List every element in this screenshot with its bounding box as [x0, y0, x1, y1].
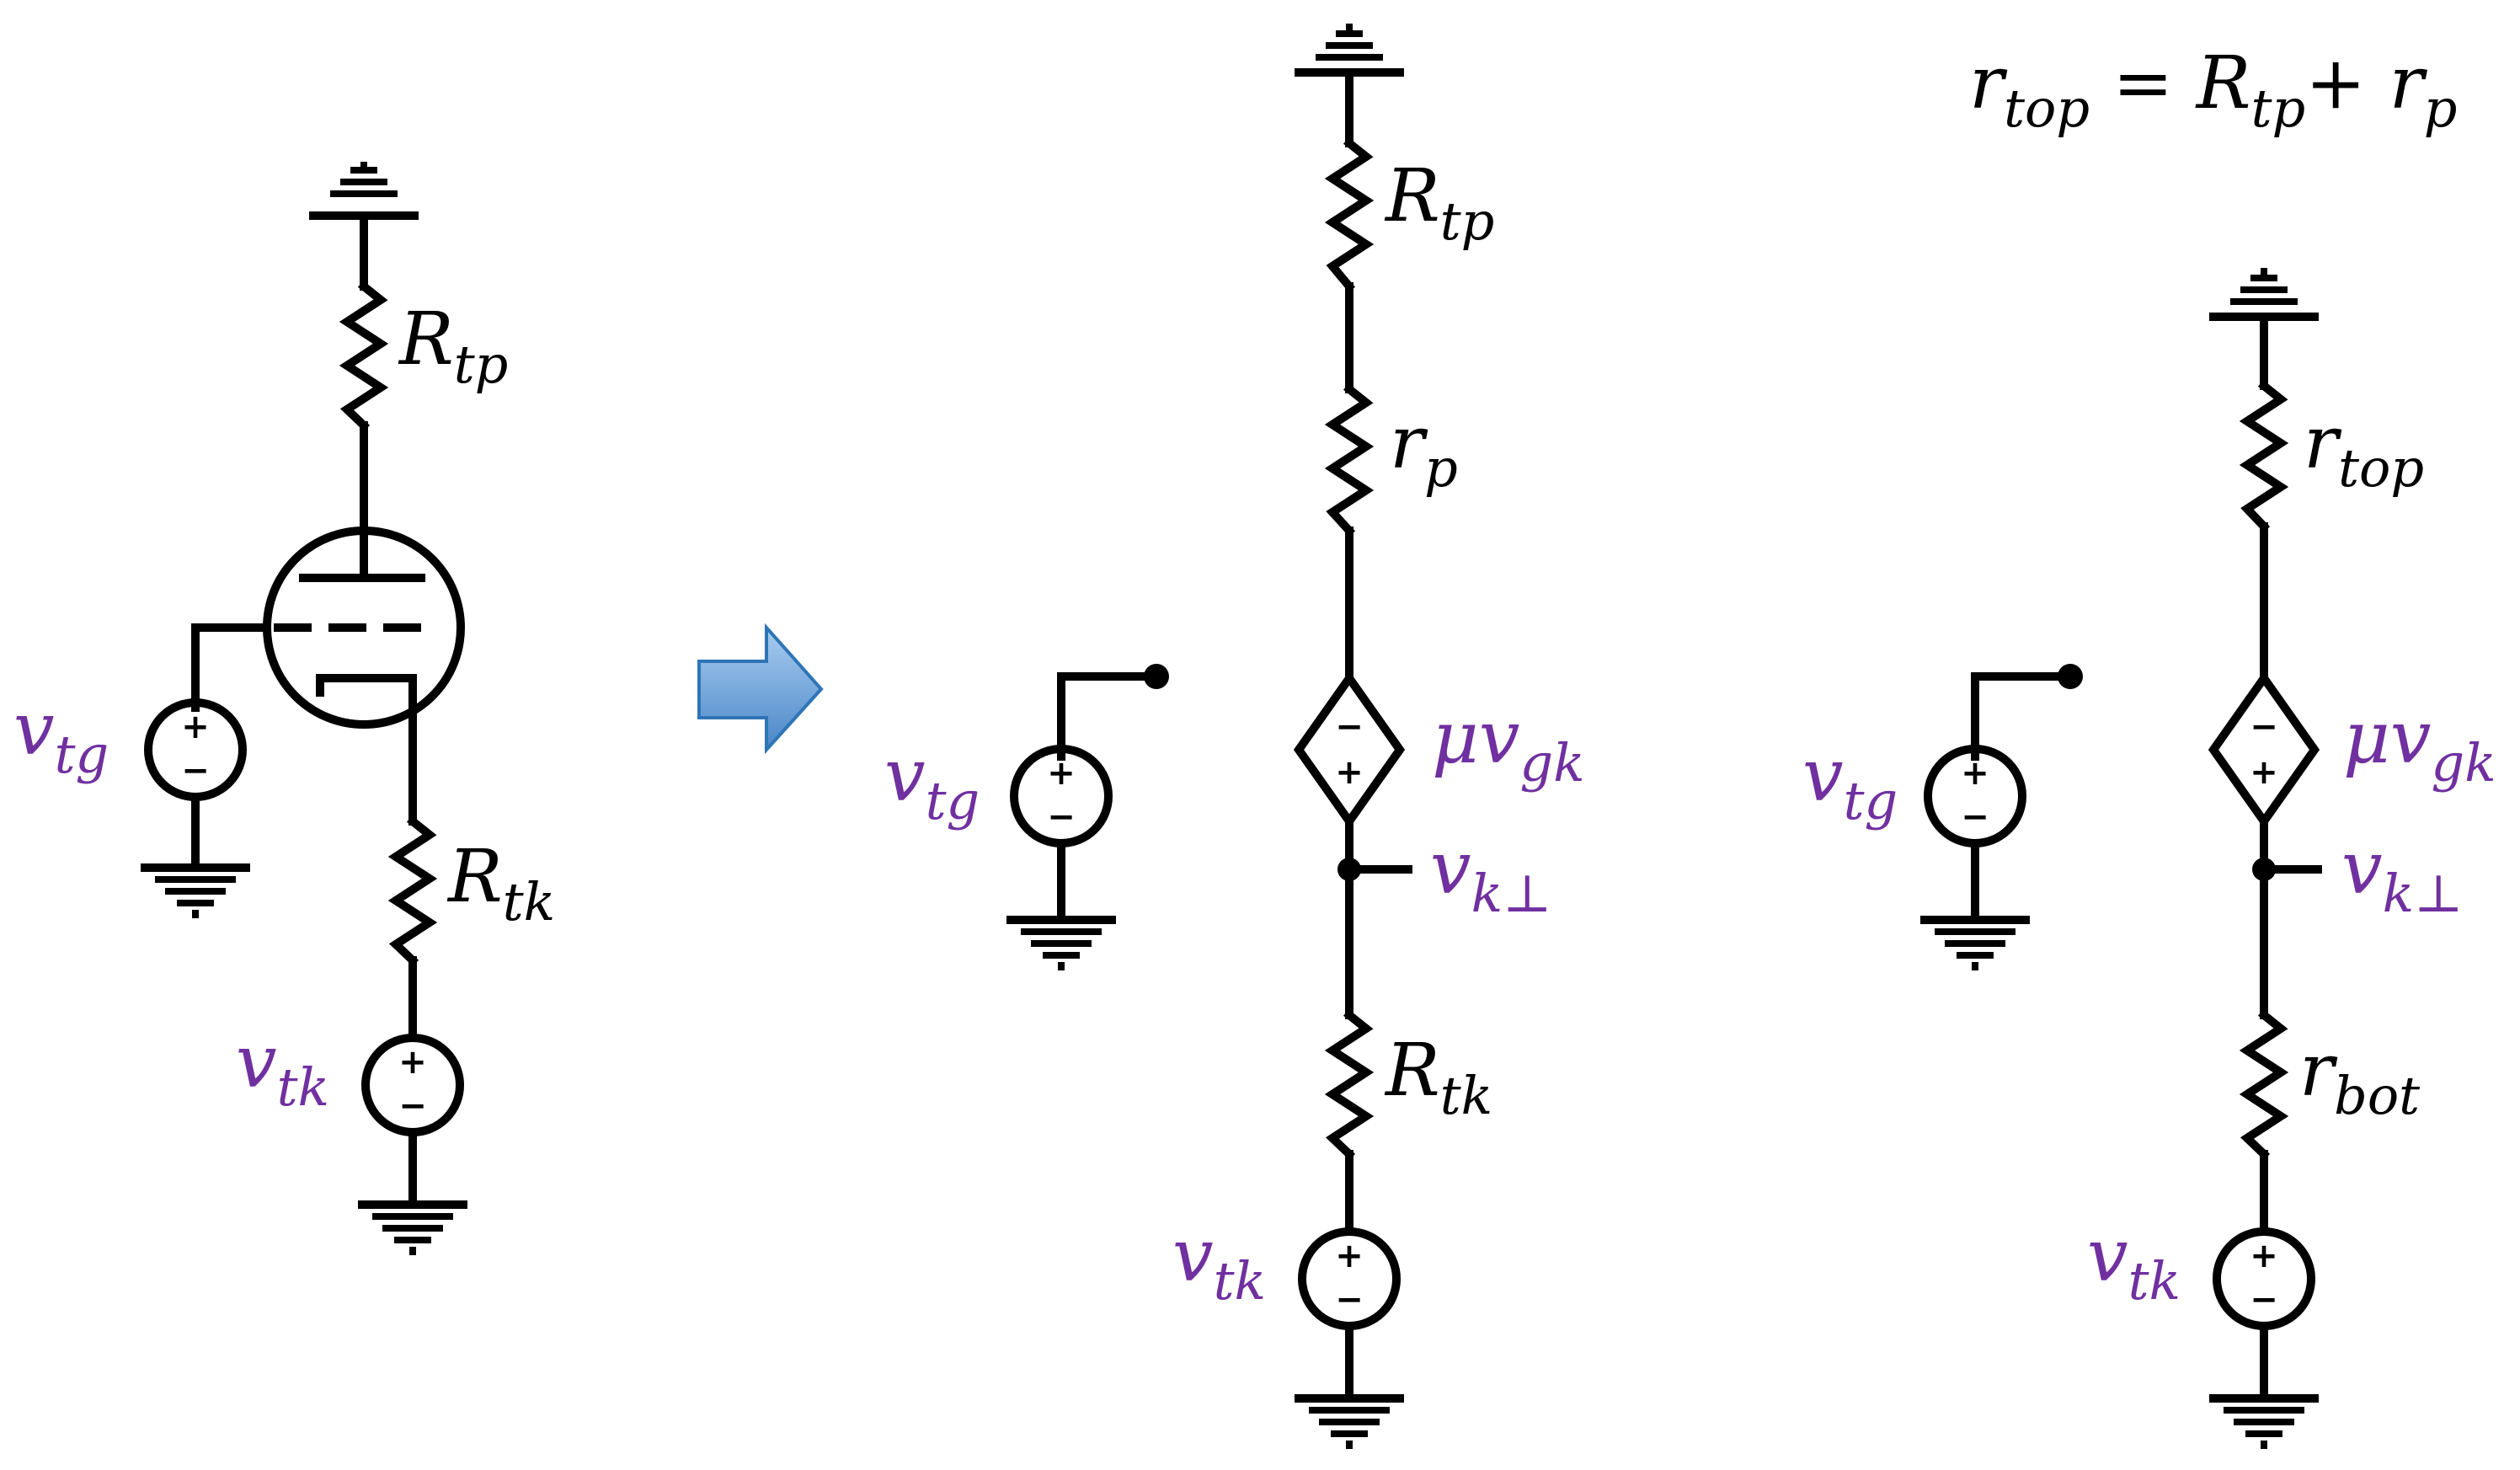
tube-cathode: [316, 674, 417, 730]
left-ground-2: [358, 1200, 467, 1255]
mid-resistor-rtp: [1324, 136, 1375, 293]
right-label-rbot: rbot: [2299, 1029, 2420, 1126]
mid-vtg-minus: −: [1047, 798, 1076, 837]
right-label-vtg: vtg: [1802, 734, 1898, 831]
mid-wire-vtg: [1057, 672, 1161, 761]
formula-rtop: rtop = Rtp+ rp: [1969, 41, 2457, 139]
right-label-vtk: vtk: [2087, 1214, 2181, 1312]
right-vtk-plus: +: [2250, 1237, 2278, 1275]
mid-dependent-source: [1293, 671, 1406, 829]
mid-node-grid: [1144, 664, 1169, 689]
right-resistor-rtop: [2239, 379, 2289, 533]
right-ground-main: [2209, 1394, 2319, 1449]
right-label-vk: vk⊥: [2341, 826, 2463, 924]
right-label-mu-vgk: μvgk: [2343, 696, 2496, 794]
left-label-vtk: vtk: [236, 1020, 329, 1118]
mid-label-vtk: vtk: [1172, 1214, 1266, 1312]
left-vtk-minus: −: [398, 1087, 427, 1125]
left-vtg-minus: −: [181, 751, 210, 790]
vacuum-tube: [263, 527, 465, 730]
mid-label-mu-vgk: μvgk: [1432, 696, 1585, 794]
mid-vtk-plus: +: [1335, 1237, 1364, 1275]
left-resistor-rtp: [339, 280, 389, 432]
mid-label-rtp: Rtp: [1384, 154, 1494, 252]
mid-vtg-plus: +: [1047, 754, 1076, 793]
transform-arrow: [697, 623, 824, 755]
mid-supply-symbol: [1295, 24, 1404, 77]
mid-ground-vtg: [1006, 916, 1116, 970]
left-circuit: + − + − Rtp Rtk vtg vtk: [13, 162, 555, 1255]
mid-label-rp: rp: [1390, 401, 1458, 499]
right-label-rtop: rtop: [2304, 401, 2424, 499]
middle-circuit: − + + − + − Rtp rp: [884, 24, 1585, 1449]
right-vtk-minus: −: [2250, 1280, 2278, 1319]
mid-resistor-rtk: [1324, 1008, 1375, 1161]
left-wire-grid: [191, 623, 271, 712]
left-label-vtg: vtg: [13, 687, 109, 785]
mid-vtk-minus: −: [1335, 1280, 1364, 1319]
mid-resistor-rp: [1324, 382, 1375, 537]
right-dependent-source: [2208, 671, 2320, 829]
left-vtk-plus: +: [398, 1043, 427, 1082]
mid-label-rtk: Rtk: [1384, 1029, 1492, 1126]
right-ground-vtg: [1920, 916, 2030, 970]
left-vtg-plus: +: [181, 708, 210, 746]
mid-dep-minus: −: [1335, 708, 1364, 746]
left-label-rtk: Rtk: [446, 835, 555, 933]
left-supply-symbol: [309, 162, 419, 220]
mid-label-vtg: vtg: [884, 734, 980, 831]
right-dep-minus: −: [2250, 708, 2278, 746]
left-ground-1: [141, 863, 250, 918]
left-label-rtp: Rtp: [398, 297, 508, 395]
right-circuit: − + + − + − rtop μvg: [1802, 268, 2496, 1449]
right-node-grid: [2058, 664, 2083, 689]
right-dep-plus: +: [2250, 753, 2278, 792]
mid-ground-main: [1295, 1394, 1404, 1449]
right-vtg-minus: −: [1961, 798, 1989, 837]
mid-dep-plus: +: [1335, 753, 1364, 792]
right-resistor-rbot: [2239, 1008, 2289, 1161]
right-vtg-plus: +: [1961, 754, 1989, 793]
right-wire-vtg: [1971, 672, 2074, 761]
right-supply-symbol: [2209, 268, 2319, 321]
left-resistor-rtk: [387, 815, 438, 967]
mid-label-vk: vk⊥: [1430, 826, 1551, 924]
